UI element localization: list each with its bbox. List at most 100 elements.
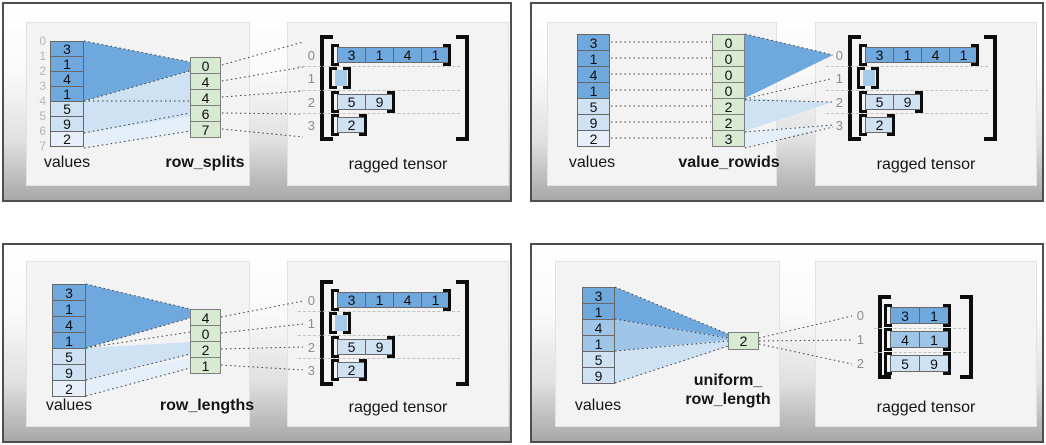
connector-overlay [611, 33, 834, 149]
outer-bracket-right [456, 35, 469, 141]
empty-row-fill [335, 315, 347, 331]
row-bracket-left [329, 67, 337, 89]
tensor-cell: 5 [865, 94, 894, 110]
values-cell: 1 [52, 332, 86, 349]
outer-bracket-left [878, 295, 891, 379]
tensor-row-index: 1 [307, 316, 315, 331]
tensor-cell: 3 [337, 292, 366, 308]
row-bracket-left [884, 328, 892, 351]
connector-line [614, 318, 729, 339]
connector-line [83, 70, 191, 102]
values-cell: 1 [52, 300, 86, 317]
values-cell: 9 [582, 367, 615, 384]
row-bracket-right [443, 44, 451, 66]
values-cell: 1 [582, 335, 615, 352]
row-bracket-right [915, 91, 923, 113]
row-bracket-right [387, 91, 395, 113]
tensor-cell: 1 [365, 292, 394, 308]
encoder-cell: 1 [190, 357, 221, 374]
row-bracket-left [331, 359, 339, 381]
row-bracket-right [343, 67, 351, 89]
tensor-row-index: 0 [307, 293, 315, 308]
panel-uniform-row-length: 3 1 4 1 5 9 2 values uniform_ row_length… [530, 243, 1044, 443]
row-bracket-right [887, 114, 895, 136]
outer-bracket-left [848, 35, 861, 141]
tensor-label: ragged tensor [876, 399, 976, 416]
connector-line [220, 346, 304, 350]
outer-bracket-right [456, 280, 469, 386]
connector-line [758, 339, 853, 342]
row-separator [298, 335, 460, 336]
tensor-cell: 1 [949, 47, 978, 63]
tensor-cell: 5 [337, 339, 366, 355]
row-bracket-left [329, 312, 337, 334]
connector-line [744, 124, 834, 133]
value-index: 4 [39, 94, 46, 108]
outer-bracket-left [320, 35, 333, 141]
fan-light [86, 342, 190, 380]
encoder-cell: 0 [712, 66, 745, 83]
connector-line [744, 99, 834, 103]
row-separator [826, 66, 988, 67]
tensor-row-index: 0 [307, 48, 315, 63]
tensor-cell: 9 [365, 339, 394, 355]
encoder-cell: 4 [190, 89, 221, 106]
value-index: 5 [39, 109, 46, 123]
row-bracket-right [359, 114, 367, 136]
connector-line [85, 317, 191, 349]
row-separator [298, 311, 460, 312]
tensor-row-index: 0 [835, 48, 843, 63]
panel-value-rowids: 3 1 4 1 5 9 2 0 0 0 0 2 2 3 values value… [530, 2, 1044, 202]
connector-line [221, 66, 304, 82]
panel-row-splits: 0 1 2 3 4 5 6 7 3 1 4 1 5 9 2 0 4 4 6 7 … [2, 2, 512, 202]
values-cell: 4 [50, 71, 84, 87]
values-cell: 1 [582, 303, 615, 320]
row-bracket-right [359, 359, 367, 381]
values-cell: 9 [52, 364, 86, 381]
values-cell: 3 [50, 41, 84, 57]
values-cell: 1 [577, 50, 610, 67]
values-cell: 5 [50, 101, 84, 117]
tensor-cell: 1 [893, 47, 922, 63]
encoder-cell: 2 [728, 332, 759, 350]
tensor-cell: 3 [337, 47, 366, 63]
value-index: 1 [39, 49, 46, 63]
values-cell: 4 [52, 316, 86, 333]
row-bracket-left [884, 352, 892, 375]
encoder-cell: 3 [712, 130, 745, 147]
encoder-cell: 0 [190, 325, 221, 342]
connector-line [221, 41, 304, 66]
row-bracket-left [884, 304, 892, 327]
connector-line [220, 364, 304, 371]
row-separator [826, 113, 988, 114]
encoder-cell: 0 [712, 34, 745, 51]
row-bracket-right [871, 67, 879, 89]
values-cell: 3 [582, 287, 615, 304]
connector-line [744, 33, 834, 56]
tensor-row-index: 1 [856, 332, 864, 347]
encoder-cell: 2 [190, 341, 221, 358]
fan-dark [84, 41, 190, 101]
row-bracket-left [331, 114, 339, 136]
encoder-cell: 0 [712, 50, 745, 67]
connector-line [614, 345, 729, 384]
tensor-row-index: 1 [307, 71, 315, 86]
row-bracket-left [859, 91, 867, 113]
values-label: values [568, 154, 616, 171]
fan-light [615, 340, 728, 383]
connector-line [758, 343, 853, 365]
tensor-row-index: 2 [835, 95, 843, 110]
tensor-row-index: 3 [307, 118, 315, 133]
row-separator [298, 90, 460, 91]
row-bracket-right [943, 352, 951, 375]
tensor-row-index: 2 [307, 340, 315, 355]
tensor-row-index: 1 [835, 71, 843, 86]
encoder-cell: 2 [712, 98, 745, 115]
tensor-row-index: 2 [856, 356, 864, 371]
fan-dark [86, 284, 190, 348]
row-separator [874, 328, 966, 329]
values-cell: 9 [577, 114, 610, 131]
values-cell: 4 [577, 66, 610, 83]
connector-overlay [85, 283, 304, 397]
value-index: 3 [39, 79, 46, 93]
